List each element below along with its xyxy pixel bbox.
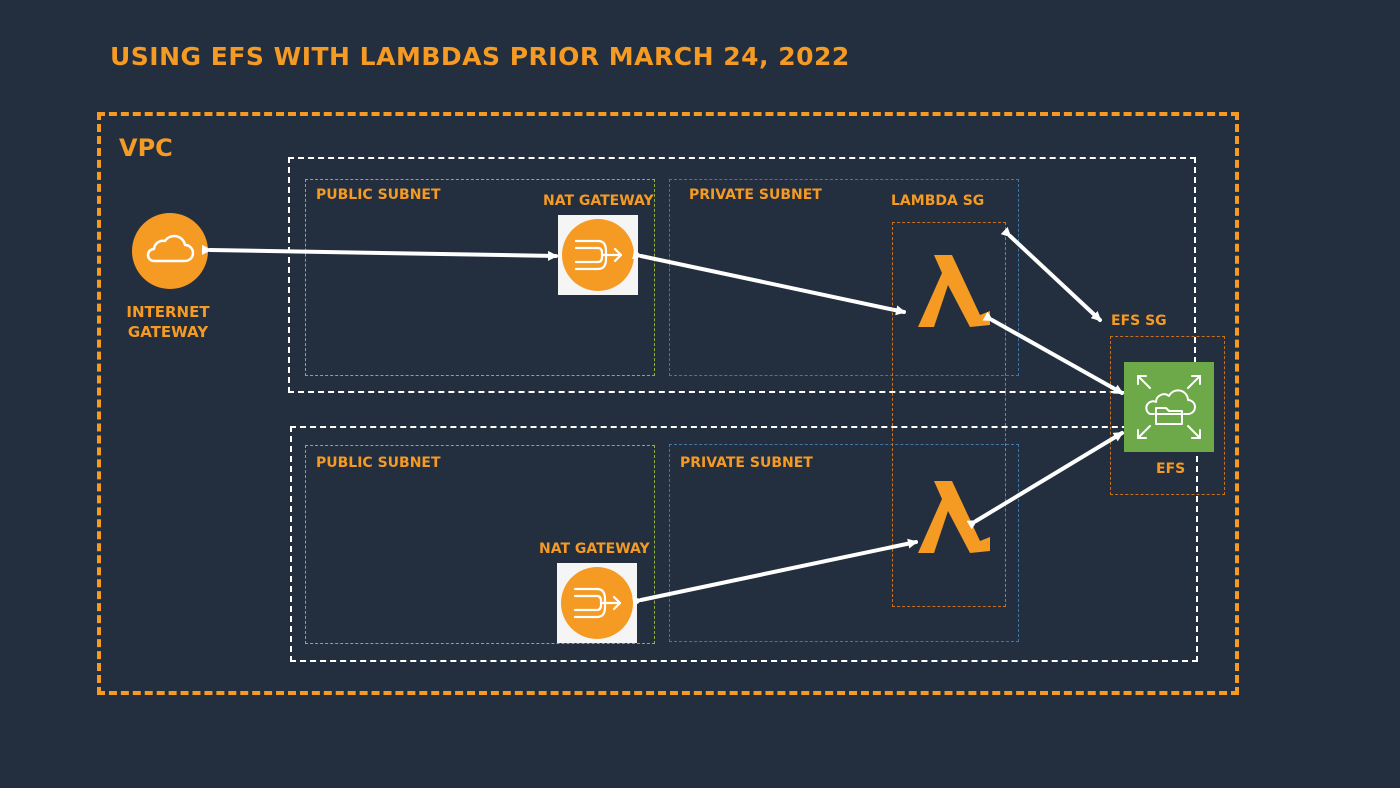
nat-gateway-icon xyxy=(558,215,638,295)
public-subnet-2-label: PUBLIC SUBNET xyxy=(316,455,441,471)
nat-gateway-1-label: NAT GATEWAY xyxy=(543,193,654,209)
nat-2-to-lambda-2-arrow xyxy=(632,538,918,607)
nat-gateway-2-label: NAT GATEWAY xyxy=(539,541,650,557)
nat-1-to-lambda-1-arrow xyxy=(632,249,906,316)
internet-gateway-label: INTERNET GATEWAY xyxy=(126,303,210,341)
nat-gateway-icon xyxy=(557,563,637,643)
lambda-sg-label: LAMBDA SG xyxy=(891,193,985,209)
lambda-icon xyxy=(906,473,994,559)
public-subnet-1-label: PUBLIC SUBNET xyxy=(316,187,441,203)
availability-zone-2 xyxy=(290,426,1198,662)
igw-to-nat-1-arrow xyxy=(201,244,558,261)
lambda-2-to-efs-arrow xyxy=(966,431,1124,530)
private-subnet-1-label: PRIVATE SUBNET xyxy=(689,187,822,203)
vpc-label: VPC xyxy=(119,134,173,162)
lambda-icon xyxy=(906,247,994,333)
availability-zone-1 xyxy=(288,157,1196,393)
lambda-security-group xyxy=(892,222,1006,607)
efs-label: EFS xyxy=(1156,461,1186,477)
efs-sg-label: EFS SG xyxy=(1111,313,1167,329)
efs-icon xyxy=(1124,362,1214,452)
cloud-icon xyxy=(132,213,208,289)
private-subnet-2-label: PRIVATE SUBNET xyxy=(680,455,813,471)
efs-security-group xyxy=(1110,336,1225,495)
lambda-sg-to-efs-sg-arrow xyxy=(1000,226,1102,322)
lambda-1-to-efs-arrow xyxy=(982,311,1124,395)
diagram-title: USING EFS WITH LAMBDAS PRIOR MARCH 24, 2… xyxy=(110,42,850,71)
vpc-boundary xyxy=(97,112,1239,695)
